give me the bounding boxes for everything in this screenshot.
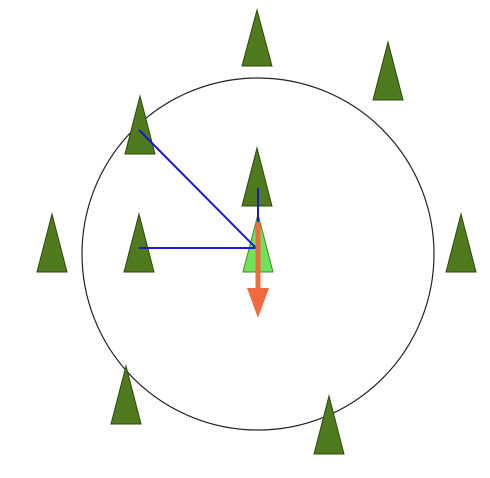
direction-arrow-head [247,288,269,318]
tree-far-left [36,212,68,273]
tree-lower-right [313,394,345,455]
tree-top-center [241,8,273,67]
tree-upper-left [124,94,156,155]
tree-top-right [372,40,404,101]
boundary-circle [81,77,435,431]
tree-far-right [445,212,477,273]
tree-lower-left [110,364,142,425]
tree-inner-left [123,212,155,273]
connection-line-upper-left [138,129,257,249]
